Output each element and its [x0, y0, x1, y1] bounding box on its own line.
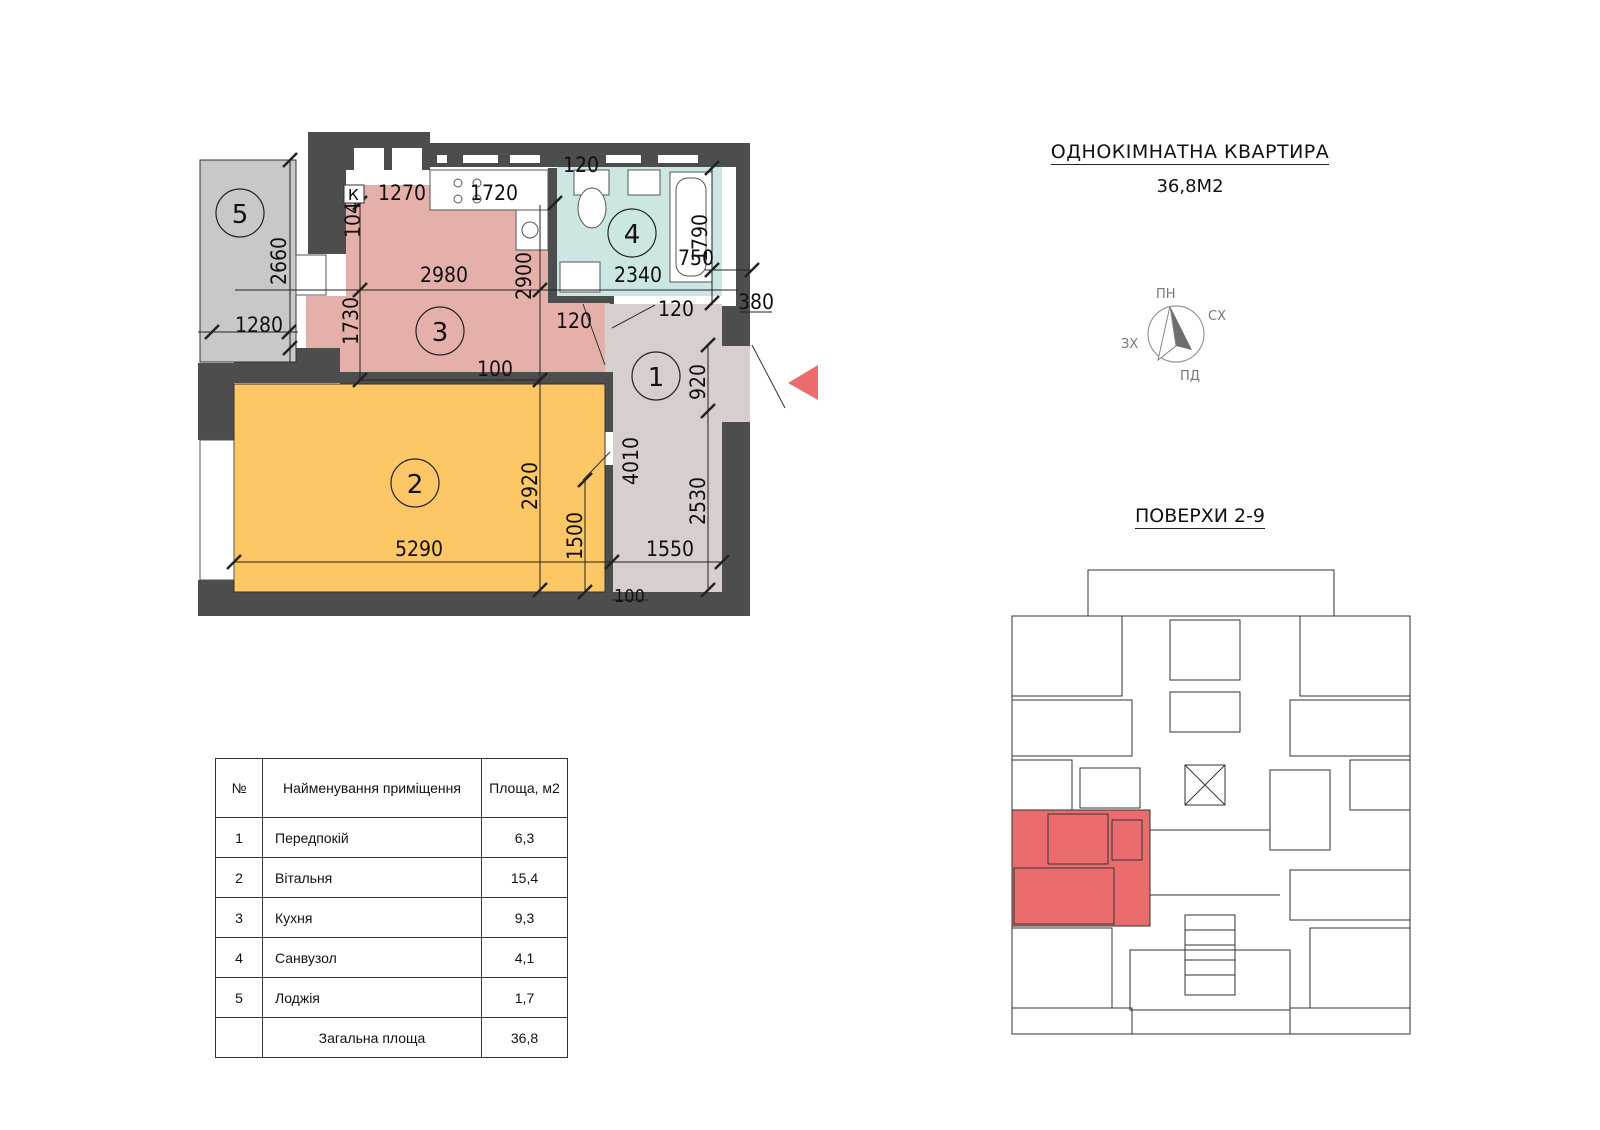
- dim-120-top: 120: [563, 153, 599, 177]
- row-area: 9,3: [481, 897, 568, 938]
- table-row: 2 Вітальня 15,4: [215, 857, 568, 898]
- total-area: 36,8: [481, 1017, 568, 1058]
- header-name: Найменування приміщення: [262, 758, 482, 818]
- dim-100-bottom: 100: [614, 586, 645, 607]
- dim-380: 380: [738, 290, 774, 314]
- dim-4010: 4010: [619, 437, 643, 485]
- key-floor-plan: [1011, 569, 1411, 1035]
- dim-1790: 1790: [688, 214, 712, 262]
- row-area: 4,1: [481, 937, 568, 978]
- living-window: [199, 439, 235, 581]
- total-name: Загальна площа: [262, 1017, 482, 1058]
- compass-west: ЗХ: [1121, 337, 1138, 352]
- kitchen-window: [295, 254, 327, 296]
- dim-920: 920: [686, 364, 710, 400]
- dim-2340: 2340: [614, 263, 662, 287]
- dim-2530: 2530: [686, 477, 710, 525]
- floors-label: ПОВЕРХИ 2-9: [1134, 505, 1266, 529]
- apartment-plan: 1270 1720 120 1280 2980 2340 750 380 120…: [198, 132, 818, 616]
- row-name: Кухня: [275, 909, 313, 926]
- room-numbers: 5 3 4 1 2: [232, 200, 665, 500]
- row-no: 4: [215, 937, 263, 978]
- dim-100-top: 100: [477, 357, 513, 381]
- kitchen-counter: [429, 169, 549, 211]
- row-no: 3: [215, 897, 263, 938]
- plan-title: ОДНОКІМНАТНА КВАРТИРА: [1050, 141, 1330, 165]
- dim-1500: 1500: [563, 512, 587, 560]
- header-no: №: [215, 758, 263, 818]
- dim-2900: 2900: [512, 252, 536, 300]
- row-name: Лоджія: [275, 989, 320, 1006]
- entry-arrow: [788, 365, 818, 400]
- hall-fill: [605, 304, 722, 592]
- row-area: 15,4: [481, 857, 568, 898]
- row-name: Передпокій: [275, 829, 349, 846]
- table-header-row: № Найменування приміщення Площа, м2: [215, 758, 568, 818]
- plan-area: 36,8М2: [1156, 176, 1224, 197]
- dim-750: 750: [678, 246, 714, 270]
- door-swings: [582, 303, 786, 481]
- dim-1270: 1270: [378, 181, 426, 205]
- row-no: 1: [215, 817, 263, 858]
- living-fill: [233, 383, 606, 593]
- rooms-table: № Найменування приміщення Площа, м2 1 Пе…: [215, 758, 568, 1058]
- dimension-ticks: [204, 152, 760, 600]
- row-name: Вітальня: [275, 869, 333, 886]
- dim-2980: 2980: [420, 263, 468, 287]
- dim-1730: 1730: [339, 297, 363, 345]
- dim-5290: 5290: [395, 537, 443, 561]
- row-area: 1,7: [481, 977, 568, 1018]
- dim-1550: 1550: [646, 537, 694, 561]
- room-number-1: 1: [648, 363, 665, 393]
- table-row: 5 Лоджія 1,7: [215, 977, 568, 1018]
- window-openings: [354, 148, 698, 172]
- room-fills: [199, 159, 750, 593]
- row-no: 5: [215, 977, 263, 1018]
- room-number-5: 5: [232, 200, 249, 230]
- table-row: 4 Санвузол 4,1: [215, 937, 568, 978]
- row-no: 2: [215, 857, 263, 898]
- dimension-labels: 1270 1720 120 1280 2980 2340 750 380 120…: [235, 153, 774, 607]
- dim-120-hall: 120: [658, 297, 694, 321]
- compass-east: СХ: [1208, 309, 1226, 324]
- room-number-circles: [215, 188, 681, 508]
- compass-south: ПД: [1180, 369, 1200, 384]
- room-number-4: 4: [624, 220, 641, 250]
- boiler-label: К: [348, 186, 359, 204]
- dim-1720: 1720: [470, 181, 518, 205]
- dim-2660: 2660: [267, 237, 291, 285]
- room-number-3: 3: [432, 318, 449, 348]
- dim-120-kitchen: 120: [556, 309, 592, 333]
- header-area: Площа, м2: [481, 758, 568, 818]
- row-area: 6,3: [481, 817, 568, 858]
- row-name: Санвузол: [275, 949, 337, 966]
- compass-north: ПН: [1156, 287, 1176, 302]
- table-total-row: Загальна площа 36,8: [215, 1017, 568, 1058]
- compass: ПН СХ ЗХ ПД: [1121, 287, 1226, 384]
- table-row: 3 Кухня 9,3: [215, 897, 568, 938]
- dim-1280: 1280: [235, 313, 283, 337]
- room-number-2: 2: [407, 470, 424, 500]
- fixtures: [453, 169, 713, 293]
- dim-2920: 2920: [518, 462, 542, 510]
- table-row: 1 Передпокій 6,3: [215, 817, 568, 858]
- entry-fill: [722, 346, 750, 422]
